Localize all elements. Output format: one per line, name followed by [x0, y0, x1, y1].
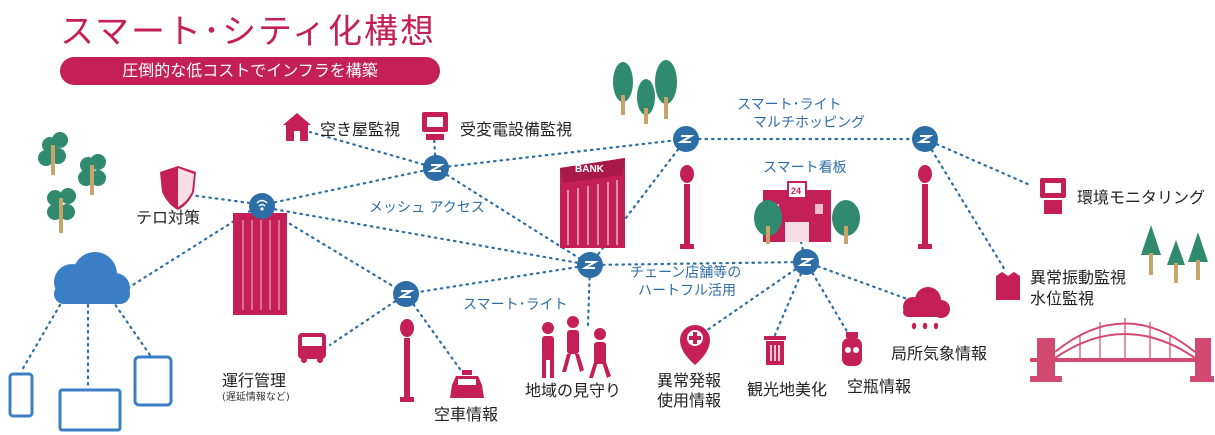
alarm-icon — [680, 325, 710, 365]
taxi-icon — [450, 370, 484, 398]
network-node-icon — [912, 126, 938, 152]
street-light-icon — [680, 165, 694, 249]
bridge-icon — [1030, 318, 1210, 362]
link-node1-node2 — [434, 137, 688, 170]
label-tourism: 観光地美化 — [747, 380, 828, 399]
label-substation: 受変電設備監視 — [460, 120, 573, 139]
link-cloud-tablet — [110, 298, 152, 357]
network-node-icon — [577, 252, 603, 278]
street-light-icon — [918, 165, 932, 249]
link-cloud-phone — [20, 303, 62, 372]
label-community-watch: 地域の見守り — [525, 381, 622, 400]
label-smart-light: スマート･ライト — [463, 297, 568, 313]
network-node-icon — [673, 126, 699, 152]
link-node1-center — [434, 166, 592, 267]
link-node4-anomaly — [698, 260, 808, 337]
label-smart-signage: スマート看板 — [763, 160, 847, 176]
bank-sign-text: BANK — [575, 164, 605, 175]
bus-icon — [298, 333, 326, 363]
link-node3-env — [923, 137, 1032, 187]
label-anomaly-2: 使用情報 — [657, 391, 722, 410]
link-light-bus — [328, 292, 408, 347]
link-terror-hub — [188, 193, 252, 205]
label-env-monitoring: 環境モニタリング — [1077, 188, 1206, 207]
label-smart-light-multihop-1: スマート･ライト — [737, 97, 842, 113]
bank-building-icon — [560, 158, 625, 248]
tree-icon — [1141, 225, 1208, 283]
monitor-icon — [1040, 178, 1066, 214]
network-node-icon — [423, 155, 449, 181]
tablet-icon — [133, 355, 173, 407]
network-node-icon — [793, 249, 819, 275]
label-anomaly-1: 異常発報 — [657, 371, 722, 390]
label-bottle: 空瓶情報 — [847, 377, 912, 396]
label-vacant-house: 空き屋監視 — [320, 120, 401, 139]
page-title: スマート･シティ化構想 — [60, 12, 436, 52]
network-node-icon — [249, 193, 275, 219]
link-node1-substation — [432, 136, 438, 170]
bottle-icon — [842, 332, 862, 366]
page-subtitle: 圧倒的な低コストでインフラを構築 — [60, 57, 440, 85]
link-node3-vibration — [923, 137, 1007, 272]
shield-icon — [160, 166, 196, 210]
building-icon — [233, 213, 287, 315]
link-node4-weather — [804, 260, 912, 302]
label-operation: 運行管理 — [222, 371, 287, 390]
link-center-light — [404, 263, 592, 296]
store-icon — [754, 181, 860, 244]
trash-bin-icon — [764, 336, 786, 365]
network-node-icon — [393, 281, 419, 307]
cloud-icon — [54, 252, 130, 304]
label-vibration-2: 水位監視 — [1030, 289, 1095, 308]
link-node4-bottle — [804, 260, 854, 342]
bridge-tower-icon — [1030, 338, 1214, 382]
label-taxi: 空車情報 — [434, 405, 499, 424]
label-terror: テロ対策 — [136, 208, 201, 227]
label-chain-store-1: チェーン店舗等の — [630, 265, 742, 281]
label-mesh-access: メッシュ アクセス — [369, 200, 485, 216]
link-node4-trash — [773, 260, 808, 337]
link-light-taxi — [404, 292, 464, 374]
label-smart-light-multihop-2: マルチホッピング — [753, 115, 865, 131]
house-icon — [283, 113, 311, 141]
link-node1-house — [308, 130, 438, 170]
laptop-icon — [58, 388, 122, 432]
people-icon — [542, 316, 611, 378]
rain-cloud-icon — [903, 287, 950, 330]
sensor-icon — [996, 272, 1020, 300]
label-weather: 局所気象情報 — [891, 344, 988, 363]
label-chain-store-2: ハートフル活用 — [638, 283, 736, 299]
tree-icon — [613, 60, 677, 124]
link-cloud-hub — [126, 204, 260, 290]
store-sign-text: 24 — [791, 186, 801, 196]
monitor-icon — [422, 112, 448, 140]
tree-icon — [38, 132, 106, 233]
label-vibration-1: 異常振動監視 — [1030, 268, 1127, 287]
smartphone-icon — [8, 372, 34, 418]
label-operation-note: (遅延情報など) — [222, 392, 290, 403]
street-light-icon — [400, 319, 414, 402]
